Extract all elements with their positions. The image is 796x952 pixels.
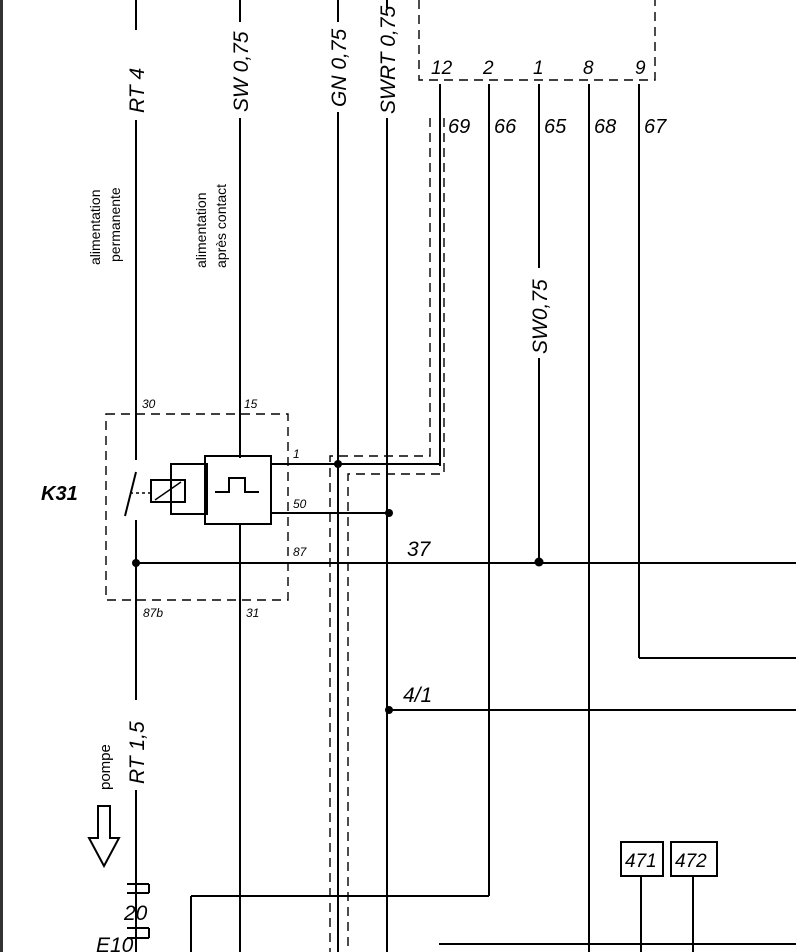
note-alim-perm-line2: permanente	[107, 187, 123, 262]
junction-dot	[132, 559, 140, 567]
timer-module	[204, 455, 272, 525]
pin-label: 31	[246, 606, 259, 620]
label-sw075-top: SW 0,75	[230, 31, 253, 112]
connector-pin-bottom: 69	[448, 116, 470, 138]
relay-switch-contact	[124, 471, 137, 517]
note-alim-perm-line1: alimentation	[87, 190, 103, 266]
relay-coil-diag	[154, 481, 182, 501]
fuse-e10-marks	[127, 883, 150, 939]
note-alim-contact-line2: après contact	[213, 184, 229, 268]
relay-coil-frame	[170, 463, 208, 515]
shield-inner	[347, 118, 445, 952]
fuse-number: 20	[123, 902, 148, 925]
relay-k31-box	[105, 413, 289, 601]
component-471-label: 471	[625, 851, 657, 872]
connector-pin-top: 12	[431, 58, 453, 79]
pin-label: 87	[293, 545, 308, 559]
note-alim-contact-line1: alimentation	[193, 193, 209, 269]
arrow-down-icon	[87, 805, 121, 869]
junction-dot	[385, 509, 393, 517]
wire-label-37: 37	[407, 538, 432, 561]
connector-pin-top: 2	[482, 58, 494, 79]
diagram-canvas: RT 4 SW 0,75 GN 0,75 SWRT 0,75 SW0,75 RT…	[41, 0, 796, 952]
label-rt4: RT 4	[126, 68, 149, 113]
connector-pin-top: 1	[533, 58, 544, 79]
label-rt15: RT 1,5	[126, 721, 149, 784]
junction-dot	[334, 460, 342, 468]
connector-pin-bottom: 68	[594, 116, 616, 138]
pin-label: 1	[293, 447, 300, 461]
connector-outline	[418, 0, 656, 81]
connector-pin-top: 8	[583, 58, 594, 79]
pulse-icon	[215, 477, 259, 493]
shield-outer	[329, 118, 431, 952]
component-472-label: 472	[675, 851, 707, 872]
connector-pin-bottom: 65	[544, 116, 567, 138]
junction-dot	[534, 557, 544, 567]
pin-label: 15	[244, 397, 258, 411]
pin-label: 50	[293, 497, 307, 511]
connector-pin-top: 9	[635, 58, 646, 79]
connector-pin-bottom: 67	[644, 116, 667, 138]
junction-dot	[385, 706, 393, 714]
relay-name: K31	[41, 483, 78, 505]
label-sw075-mid: SW0,75	[529, 279, 552, 354]
note-pompe: pompe	[97, 744, 114, 790]
relay-coil	[150, 479, 186, 503]
fuse-label-e10: E10	[96, 934, 134, 952]
label-swrt075: SWRT 0,75	[377, 6, 400, 114]
pin-label: 87b	[143, 606, 163, 620]
connector-pin-bottom: 66	[494, 116, 517, 138]
wire-label-4-1: 4/1	[403, 684, 432, 707]
label-gn075: GN 0,75	[328, 28, 351, 107]
pin-label: 30	[142, 397, 156, 411]
